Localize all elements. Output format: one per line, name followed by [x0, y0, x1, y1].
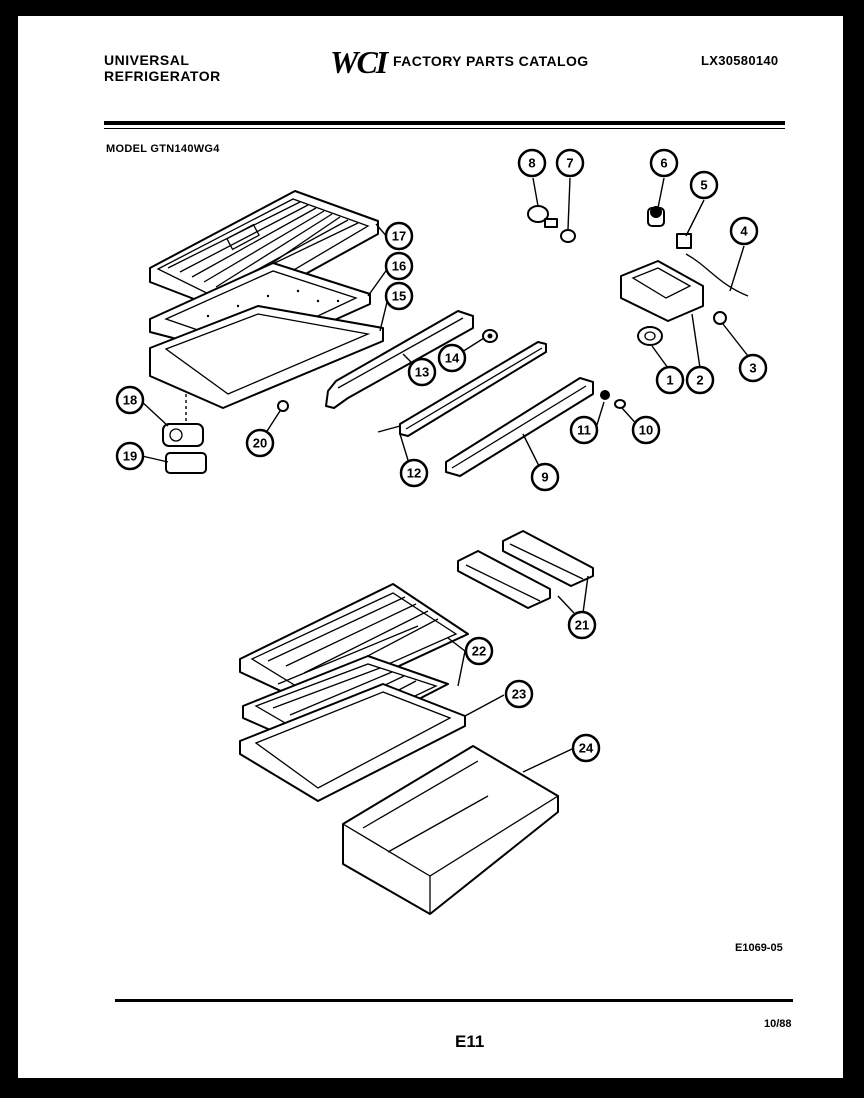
- brand-name: UNIVERSAL REFRIGERATOR: [104, 52, 221, 84]
- svg-text:10: 10: [639, 423, 653, 438]
- svg-text:8: 8: [528, 156, 535, 171]
- svg-text:18: 18: [123, 393, 137, 408]
- catalog-title: FACTORY PARTS CATALOG: [393, 53, 589, 69]
- brand-line-2: REFRIGERATOR: [104, 68, 221, 84]
- callout-17: 17: [384, 221, 414, 251]
- part-8-knob: [527, 205, 558, 228]
- part-19-hinge-cap: [165, 452, 207, 474]
- part-9-lower-rail: [445, 377, 594, 477]
- svg-text:15: 15: [392, 289, 406, 304]
- part-3-nut: [713, 311, 727, 325]
- part-2-housing: [620, 260, 704, 322]
- callout-20: 20: [245, 428, 275, 458]
- svg-text:19: 19: [123, 449, 137, 464]
- svg-text:5: 5: [700, 178, 707, 193]
- part-10-screw: [614, 399, 626, 409]
- callout-9: 9: [530, 462, 560, 492]
- svg-text:1: 1: [666, 373, 673, 388]
- header-rule: [104, 121, 785, 125]
- callout-14: 14: [437, 343, 467, 373]
- part-23-crisper-cover: [239, 683, 466, 802]
- part-17-shelf-cover: [149, 190, 379, 315]
- svg-text:9: 9: [541, 470, 548, 485]
- svg-text:21: 21: [575, 618, 589, 633]
- svg-text:3: 3: [749, 361, 756, 376]
- callout-21: 21: [567, 610, 597, 640]
- part-21-ice-trays: [457, 530, 594, 609]
- catalog-sheet: UNIVERSAL REFRIGERATOR WCI FACTORY PARTS…: [18, 16, 843, 1078]
- callout-23: 23: [504, 679, 534, 709]
- svg-text:6: 6: [660, 156, 667, 171]
- callout-24: 24: [571, 733, 601, 763]
- part-5-clip: [676, 233, 692, 249]
- svg-text:22: 22: [472, 644, 486, 659]
- part-18-hinge: [162, 423, 204, 447]
- callout-1: 1: [655, 365, 685, 395]
- svg-text:4: 4: [740, 224, 748, 239]
- revision-date: 10/88: [764, 1018, 792, 1030]
- callout-6: 6: [649, 148, 679, 178]
- part-20-fastener: [277, 400, 289, 412]
- svg-text:12: 12: [407, 466, 421, 481]
- callout-4: 4: [729, 216, 759, 246]
- callout-7: 7: [555, 148, 585, 178]
- part-7-cap: [560, 229, 576, 243]
- svg-text:14: 14: [445, 351, 460, 366]
- callout-2: 2: [685, 365, 715, 395]
- drawing-code: E1069-05: [735, 942, 783, 954]
- part-1-base: [637, 326, 663, 346]
- svg-text:11: 11: [577, 423, 591, 438]
- callout-10: 10: [631, 415, 661, 445]
- callout-18: 18: [115, 385, 145, 415]
- callout-19: 19: [115, 441, 145, 471]
- callout-16: 16: [384, 251, 414, 281]
- svg-text:13: 13: [415, 365, 429, 380]
- svg-text:7: 7: [566, 156, 573, 171]
- callout-12: 12: [399, 458, 429, 488]
- part-13-rail-bracket: [325, 310, 474, 409]
- callout-3: 3: [738, 353, 768, 383]
- callout-8: 8: [517, 148, 547, 178]
- header-rule-thin: [104, 128, 785, 129]
- svg-text:17: 17: [392, 229, 406, 244]
- svg-text:24: 24: [579, 741, 594, 756]
- brand-line-1: UNIVERSAL: [104, 52, 190, 68]
- part-14-screw: [482, 329, 498, 343]
- svg-text:16: 16: [392, 259, 406, 274]
- part-24-crisper-drawer: [341, 745, 560, 915]
- callout-15: 15: [384, 281, 414, 311]
- svg-text:2: 2: [696, 373, 703, 388]
- svg-text:20: 20: [253, 436, 267, 451]
- part-4-wire: [685, 253, 749, 297]
- page-label: E11: [455, 1032, 485, 1051]
- part-6-control: [647, 206, 665, 227]
- part-11-washer: [600, 390, 610, 400]
- catalog-part-number: LX30580140: [701, 53, 779, 68]
- wci-logo: WCI: [330, 44, 388, 80]
- model-label: MODEL GTN140WG4: [106, 143, 220, 155]
- footer-rule: [115, 999, 793, 1002]
- svg-text:23: 23: [512, 687, 526, 702]
- part-15-shelf-frame: [149, 305, 384, 409]
- callout-22: 22: [464, 636, 494, 666]
- exploded-parts-diagram: 17 16 15 18 19 20 13 14 12 9 11 10 8 7 6…: [115, 148, 768, 915]
- callout-13: 13: [407, 357, 437, 387]
- callout-11: 11: [569, 415, 599, 445]
- callout-5: 5: [689, 170, 719, 200]
